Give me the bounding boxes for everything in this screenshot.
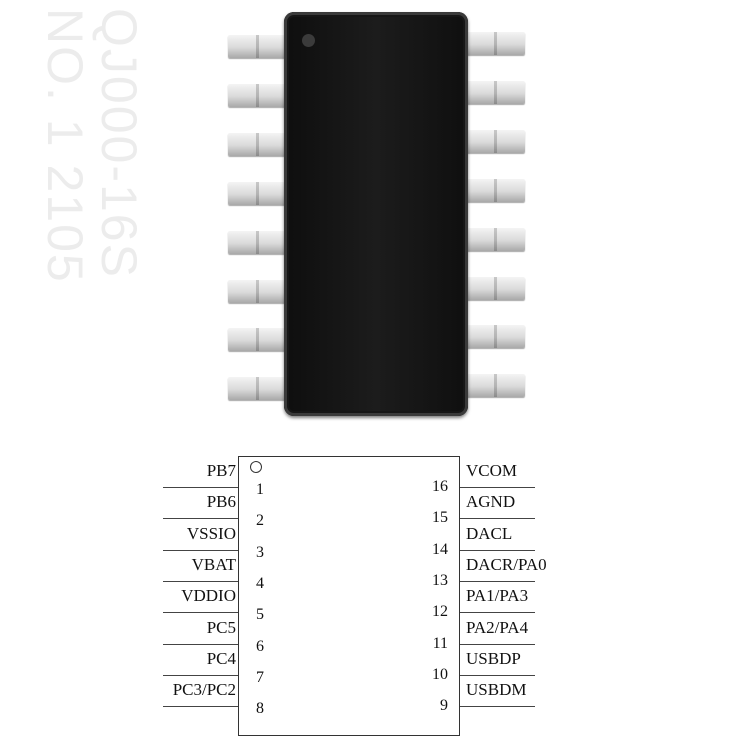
chip-body [284,12,468,416]
chip-marking-line-1: QJ000-16S [91,8,147,279]
chip-lead-left-6 [228,279,288,303]
pin-number-label: 6 [256,637,264,655]
pin-number-label: 5 [256,606,264,624]
chip-lead-right-15 [465,80,525,104]
chip-lead-right-13 [465,178,525,202]
pin-number-label: 13 [432,571,448,589]
chip-lead-right-10 [465,325,525,349]
pin-number-label: 8 [256,700,264,718]
pin-number-label: 11 [432,634,448,652]
pin-number-label: 3 [256,543,264,561]
pin-line-right-7 [460,674,535,676]
pin-line-right-8 [460,706,535,708]
chip-lead-right-11 [465,276,525,300]
chip-lead-right-9 [465,374,525,398]
pin-number-label: 12 [432,603,448,621]
pin-line-left-2 [163,518,238,520]
chip-lead-left-2 [228,83,288,107]
pin-number-label: 7 [256,668,264,686]
pin-line-left-5 [163,612,238,614]
pin-name-label: DACL [466,523,513,543]
pin1-marker-circle [250,461,262,473]
pin-number-label: 14 [432,540,448,558]
chip-lead-right-12 [465,227,525,251]
pin-line-right-2 [460,518,535,520]
pin-line-right-3 [460,549,535,551]
ic-package-outline [238,456,460,736]
pin-line-left-7 [163,674,238,676]
pin-name-label: VDDIO [181,586,236,606]
chip-lead-left-5 [228,230,288,254]
chip-lead-left-4 [228,181,288,205]
pin-name-label: PB6 [206,492,236,512]
pin-name-label: PA1/PA3 [466,586,529,606]
chip-lead-left-1 [228,35,288,58]
pin-number-label: 16 [432,478,448,495]
pin-line-left-3 [163,549,238,551]
pin-name-label: VSSIO [186,523,236,543]
pin-number-label: 10 [432,665,448,683]
chip-marking-line-2: NO. 1 2105 [37,8,93,284]
pin-name-label: PC4 [206,648,236,668]
chip-lead-left-8 [228,377,288,401]
pin-line-left-6 [163,643,238,645]
pin-name-label: PA2/PA4 [466,617,529,637]
chip-lead-right-16 [465,32,525,55]
pin-line-right-5 [460,612,535,614]
pin-name-label: VBAT [191,554,236,574]
chip-lead-left-7 [228,328,288,352]
pin-name-label: AGND [466,492,516,512]
pin-number-label: 1 [256,481,264,498]
pin-line-right-6 [460,643,535,645]
pin-line-left-8 [163,706,238,708]
pin-number-label: 15 [432,509,448,527]
pin-line-right-4 [460,580,535,582]
pin-name-label: USBDP [466,648,521,668]
pin-number-label: 4 [256,574,264,592]
chip-photo: QJ000-16S NO. 1 2105 [37,8,525,416]
pin-line-left-1 [163,487,238,488]
chip-marking: QJ000-16S NO. 1 2105 [37,8,147,388]
pin-number-label: 2 [256,512,264,530]
pin-line-left-4 [163,580,238,582]
pin-name-label: VCOM [466,461,518,480]
pin-line-right-1 [460,487,535,488]
pin-name-label: PB7 [206,461,236,480]
pin-name-label: PC3/PC2 [172,680,236,700]
pin1-indicator-dot [302,34,315,47]
pin-name-label: PC5 [206,617,236,637]
chip-lead-left-3 [228,132,288,156]
chip-lead-right-14 [465,129,525,153]
pin-number-label: 9 [440,697,448,715]
pin-name-label: DACR/PA0 [466,554,547,574]
pin-name-label: USBDM [466,680,527,700]
